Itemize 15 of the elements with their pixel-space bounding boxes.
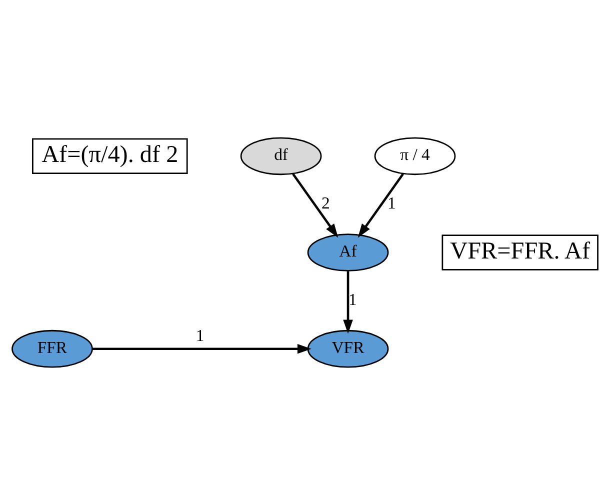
edge-label: 2 xyxy=(322,192,330,212)
edge-label: 1 xyxy=(348,289,357,308)
node-box: Af=(π/4). df 2 xyxy=(32,138,188,174)
node-ellipse: VFR xyxy=(307,329,389,368)
node-ellipse: FFR xyxy=(12,329,93,368)
node-ellipse: π / 4 xyxy=(374,136,456,175)
arrow xyxy=(358,172,404,238)
node-ellipse: Af xyxy=(307,233,389,271)
edge-label: 1 xyxy=(388,192,396,212)
arrow xyxy=(92,343,312,354)
arrow xyxy=(292,172,338,238)
edge-label: 1 xyxy=(196,325,204,344)
node-ellipse: df xyxy=(240,136,322,175)
node-box: VFR=FFR. Af xyxy=(442,234,598,270)
arrow xyxy=(343,270,353,334)
